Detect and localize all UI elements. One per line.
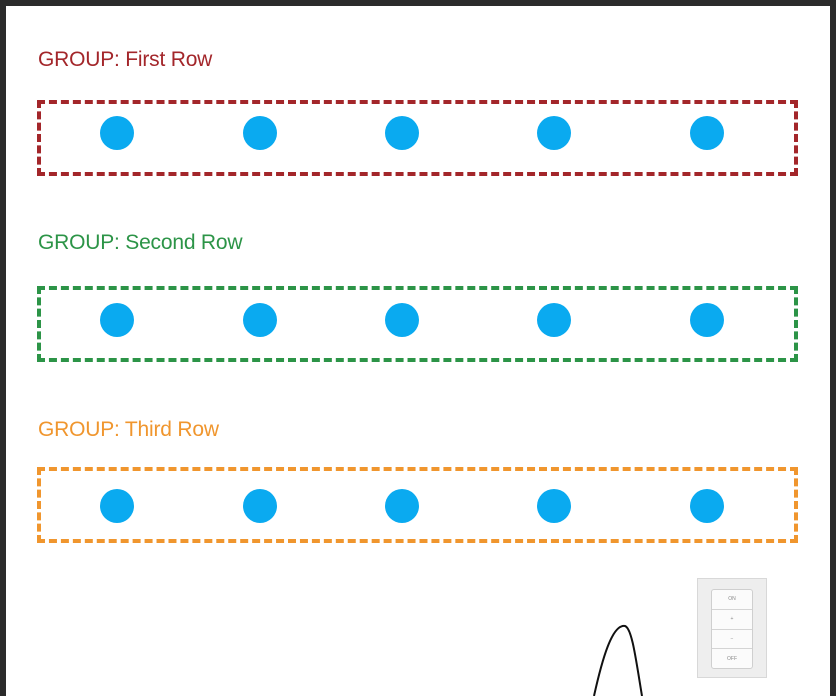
switch-panel: ON + − OFF	[711, 589, 753, 669]
switch-brighten-button[interactable]: +	[712, 610, 752, 630]
light-bulb-icon[interactable]	[537, 489, 571, 523]
group-box-third-row	[37, 467, 798, 543]
switch-off-button[interactable]: OFF	[727, 655, 737, 662]
light-bulb-icon[interactable]	[690, 303, 724, 337]
light-bulb-icon[interactable]	[385, 116, 419, 150]
group-label-third-row: GROUP: Third Row	[38, 418, 219, 441]
light-bulb-icon[interactable]	[100, 303, 134, 337]
light-bulb-icon[interactable]	[385, 489, 419, 523]
light-bulb-icon[interactable]	[243, 489, 277, 523]
light-bulb-icon[interactable]	[243, 303, 277, 337]
group-label-first-row: GROUP: First Row	[38, 48, 213, 71]
wall-dimmer-switch-icon[interactable]: ON + − OFF	[697, 578, 767, 678]
light-bulb-icon[interactable]	[537, 116, 571, 150]
group-box-second-row	[37, 286, 798, 362]
group-label-second-row: GROUP: Second Row	[38, 231, 243, 254]
light-bulb-icon[interactable]	[690, 116, 724, 150]
switch-dim-button[interactable]: −	[712, 630, 752, 650]
light-bulb-icon[interactable]	[100, 489, 134, 523]
switch-on-button[interactable]: ON	[712, 590, 752, 610]
light-bulb-icon[interactable]	[537, 303, 571, 337]
light-bulb-icon[interactable]	[690, 489, 724, 523]
group-box-first-row	[37, 100, 798, 176]
light-bulb-icon[interactable]	[385, 303, 419, 337]
entrance-arc-icon	[593, 625, 643, 696]
light-bulb-icon[interactable]	[243, 116, 277, 150]
light-bulb-icon[interactable]	[100, 116, 134, 150]
